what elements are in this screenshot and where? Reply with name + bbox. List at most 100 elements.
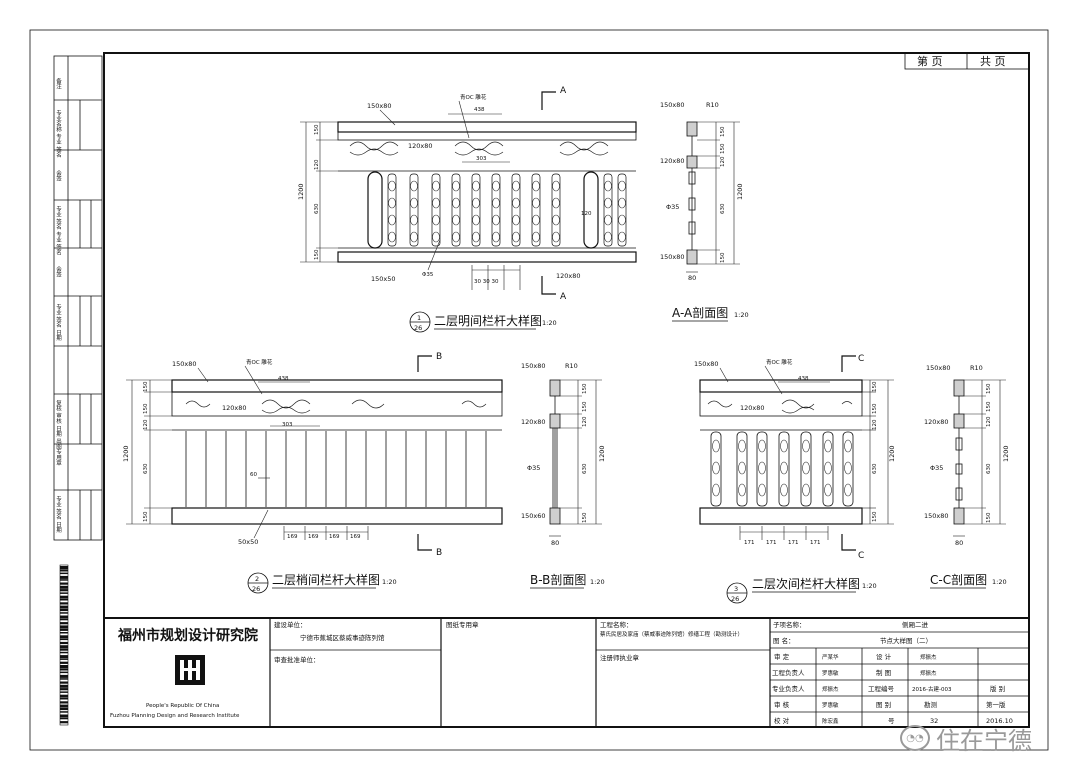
d5-baluster-knot-0-0	[712, 439, 720, 453]
sub-label: 子项名称：	[773, 620, 806, 629]
row2-v1: 罗惠敏	[822, 669, 839, 677]
d6-top: 150x80	[926, 364, 951, 372]
d6-w: 80	[955, 539, 963, 547]
d1-baluster-knot-4-0	[472, 180, 480, 192]
d1-bottom-right: 120x80	[556, 272, 581, 280]
d3-sheet: 26	[252, 585, 260, 593]
barcode-bar-27	[60, 655, 68, 659]
row5-v2: 32	[930, 717, 938, 725]
barcode-bar-40	[60, 698, 68, 700]
d5-sp1: 171	[744, 540, 755, 546]
d5-balusters	[710, 431, 854, 507]
d1-baluster-8	[551, 173, 561, 247]
barcode-bar-15	[60, 615, 68, 619]
d5-baluster-4	[800, 431, 812, 507]
d1-baluster-6	[511, 173, 521, 247]
d1-baluster-knot-5-0	[492, 180, 500, 192]
d5-sheet: 26	[731, 595, 739, 603]
d2-total: 1200	[736, 183, 744, 200]
drawing-name-value: 节点大样图（二）	[880, 636, 932, 645]
d2-mid: 120x80	[660, 157, 685, 165]
row4-k2: 图 别	[876, 700, 891, 709]
d4-bal: Φ35	[527, 464, 540, 472]
left-strip: 备注 专业名称 专业 签名 会签 专业 签名 专业 签名 会签 专业 签名 日期…	[53, 55, 103, 541]
d5-baluster-knot-2-2	[758, 483, 766, 497]
reg-stamp-label: 注册师执业章	[600, 653, 640, 662]
d6-total: 1200	[1002, 445, 1010, 462]
row2-v2: 郑振杰	[920, 669, 937, 677]
barcode-bar-34	[60, 678, 68, 680]
d1-baluster-knot-10-2	[618, 214, 626, 226]
d1-baluster-knot-8-1	[552, 197, 560, 209]
row5-k1: 校 对	[774, 716, 790, 725]
d3-section-bottom: B	[436, 548, 442, 558]
barcode-bar-16	[60, 618, 68, 621]
d3-bottom: 50x50	[238, 538, 258, 546]
d3-title: 二层梢间栏杆大样图	[272, 572, 380, 587]
institute-en-2: Fuzhou Planning Design and Research Inst…	[110, 713, 240, 719]
row2-k2: 制 图	[876, 668, 891, 677]
d4-top: 150x80	[521, 362, 546, 370]
drawing-2-section: 150x80 R10 120x80 Φ35 150x80 80 150 150 …	[660, 101, 749, 322]
d6-h3: 120	[986, 416, 992, 427]
barcode-bar-36	[60, 684, 68, 688]
d3-mid-rail: 120x80	[222, 404, 247, 412]
barcode-bar-44	[60, 711, 68, 713]
drawing-5-elevation: 1200 150 150 120 630 150 150x80 青OC 雕花 4…	[694, 354, 896, 604]
d1-dim-e: 150	[314, 249, 320, 260]
row5-k3: 2016.10	[986, 717, 1013, 725]
d5-carvings	[707, 399, 853, 414]
d1-baluster-knot-7-3	[532, 231, 540, 243]
row1-k2: 设 计	[876, 652, 892, 661]
barcode-bar-10	[60, 599, 68, 601]
approval-label: 审查批准单位：	[274, 655, 320, 664]
d5-baluster-knot-6-1	[844, 461, 852, 475]
d6-bot: 150x80	[924, 512, 949, 520]
drawing-3-elevation: 1200 150 150 120 630 150 150x80 青OC 雕花 4…	[122, 352, 503, 594]
barcode-bar-39	[60, 694, 68, 698]
paper-border	[29, 29, 1049, 751]
total-label: 共 页	[980, 55, 1006, 68]
d1-baluster-9	[603, 173, 613, 247]
row1-v2: 郑振杰	[920, 653, 937, 661]
d3-dim-total: 1200	[122, 445, 130, 462]
d5-baluster-knot-6-0	[844, 439, 852, 453]
d5-note: 青OC 雕花	[766, 358, 793, 366]
d1-carvings	[349, 141, 609, 156]
d1-baluster-knot-10-0	[618, 180, 626, 192]
stamp-label: 图纸专用章	[446, 620, 479, 629]
d3-number: 2	[255, 575, 259, 583]
d3-carvings	[185, 399, 487, 414]
page-label: 第 页	[917, 54, 943, 68]
d3-span1: 438	[278, 376, 289, 382]
d5-baluster-5	[822, 431, 834, 507]
d1-dim-b: 120	[314, 159, 320, 170]
watermark: ◔◔ 住在宁德	[900, 718, 1070, 758]
barcode-bar-26	[60, 651, 68, 654]
d1-dim-total: 1200	[297, 183, 305, 200]
d3-slats	[185, 431, 487, 507]
d4-scale: 1:20	[590, 578, 605, 586]
d5-baluster-knot-2-0	[758, 439, 766, 453]
d1-baluster-knot-10-3	[618, 231, 626, 243]
d5-d5: 150	[872, 511, 878, 522]
row3-k2: 工程编号	[868, 684, 895, 693]
d2-scale: 1:20	[734, 311, 749, 319]
sub-value: 侧厢二进	[902, 620, 929, 629]
d5-d3: 120	[872, 419, 878, 430]
d1-baluster-knot-7-0	[532, 180, 540, 192]
d1-baluster-7	[531, 173, 541, 247]
barcode-bar-6	[60, 585, 68, 589]
d1-baluster-knot-6-3	[512, 231, 520, 243]
institute-name: 福州市规划设计研究院	[117, 627, 258, 644]
barcode-bar-32	[60, 671, 68, 674]
d4-h4: 630	[582, 463, 588, 474]
institute-logo	[175, 655, 205, 685]
d3-d1: 150	[143, 381, 149, 392]
d5-baluster-0	[710, 431, 722, 507]
d5-baluster-knot-1-1	[738, 461, 746, 475]
d5-baluster-knot-1-2	[738, 483, 746, 497]
d3-d3: 120	[143, 419, 149, 430]
d2-top: 150x80	[660, 101, 685, 109]
wechat-icon: ◔◔	[900, 725, 930, 751]
